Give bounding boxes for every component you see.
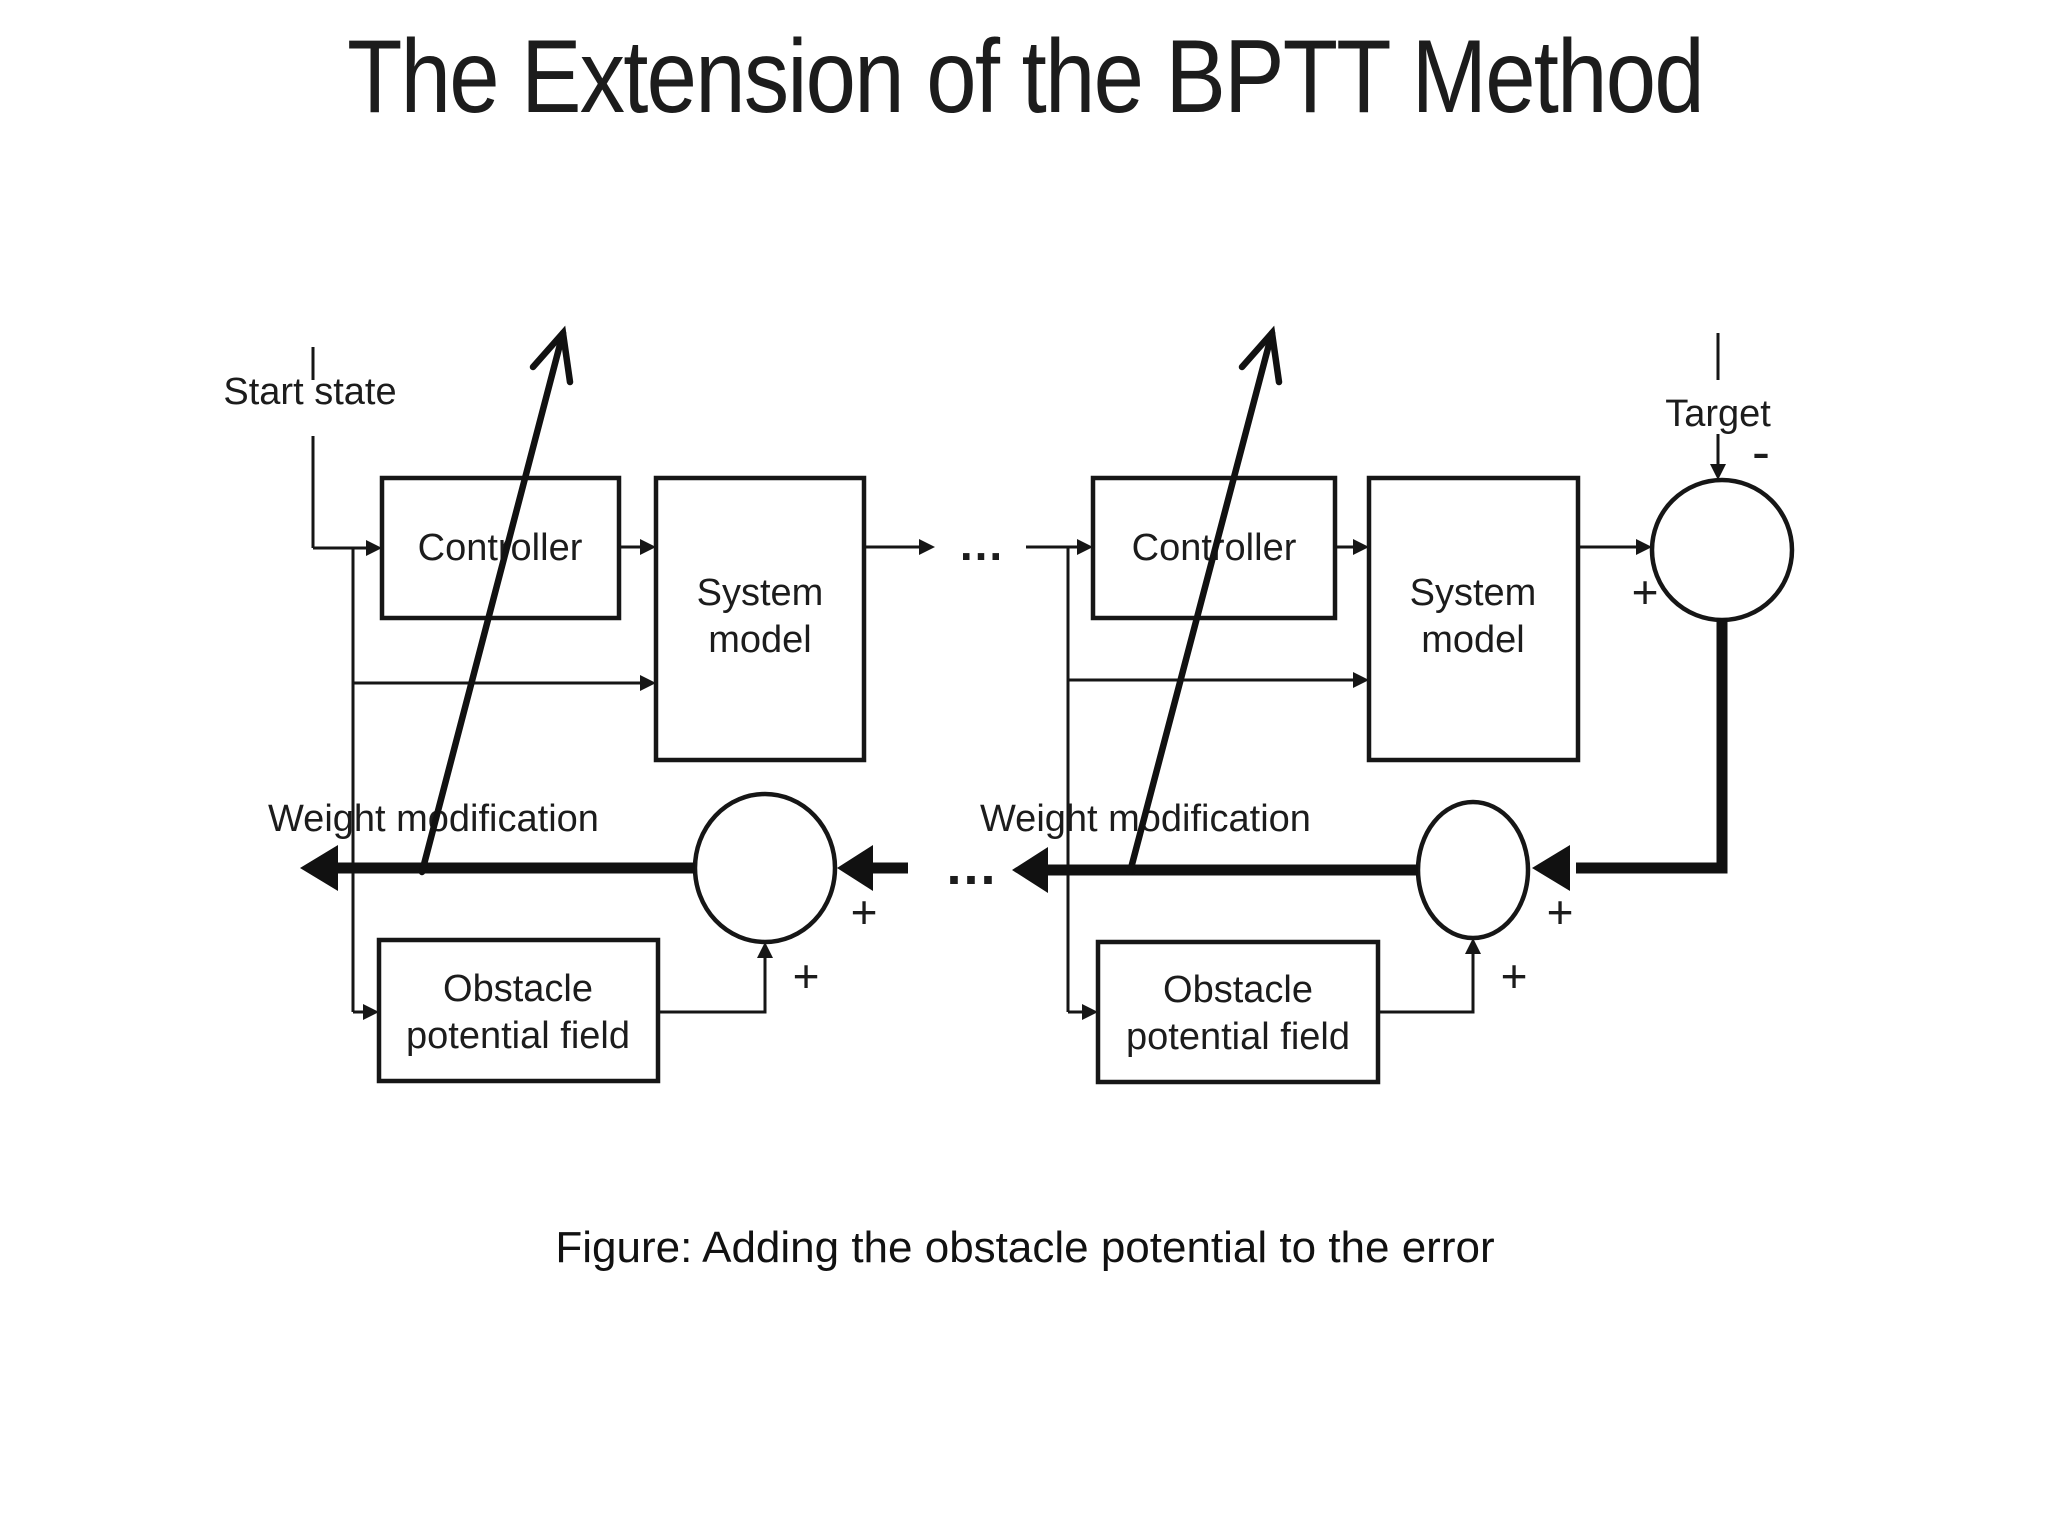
sum-1-plus-bottom: +	[793, 950, 820, 1002]
arrowhead-into-system-model-1	[640, 539, 656, 555]
arrowhead-into-controller-1	[366, 540, 382, 556]
figure-caption: Figure: Adding the obstacle potential to…	[555, 1223, 1494, 1272]
controller-weights-arrow-2	[1126, 329, 1276, 876]
arrowhead-obstacle-into-sum-2	[1465, 938, 1481, 954]
obstacle-label-2-line2: potential field	[1126, 1016, 1350, 1058]
obstacle-label-1-line2: potential field	[406, 1015, 630, 1057]
system-model-label-2-line1: System	[1410, 572, 1537, 614]
sum-1-plus-right: +	[851, 886, 878, 938]
weight-arrowhead-2	[1012, 847, 1048, 893]
obstacle-box-2	[1095, 939, 1381, 1085]
error-feedback-line	[1576, 618, 1728, 874]
arrowhead-into-system-model-state-1	[640, 675, 656, 691]
page-title: The Extension of the BPTT Method	[347, 18, 1703, 134]
obstacle-label-1-line1: Obstacle	[443, 968, 593, 1010]
arrowhead-into-controller-2	[1077, 539, 1093, 555]
ellipsis-bottom: ...	[946, 836, 997, 896]
system-model-label-2-line2: model	[1421, 619, 1525, 661]
minus-sign: -	[1752, 422, 1770, 482]
target-label: Target	[1665, 393, 1771, 435]
controller-box-1	[379, 475, 622, 621]
controller-weights-arrowhead-1	[529, 325, 574, 386]
weight-arrowhead-1	[300, 845, 338, 891]
arrowhead-into-target-sum	[1636, 539, 1652, 555]
error-arrowhead-into-sum-2	[1532, 845, 1570, 891]
obstacle-label-2-line1: Obstacle	[1163, 969, 1313, 1011]
arrowhead-obstacle-into-sum-1	[757, 942, 773, 958]
start-state-label: Start state	[223, 371, 396, 413]
sum-circle-2	[1415, 799, 1531, 941]
obstacle-output-line-2	[1378, 954, 1475, 1014]
ellipsis-top: ...	[960, 518, 1004, 570]
target-plus-sign: +	[1632, 566, 1659, 618]
error-arrowhead-into-sum-1	[837, 845, 873, 891]
arrowhead-target-down	[1710, 464, 1726, 480]
obstacle-box-1	[376, 937, 661, 1084]
system-model-box-1	[653, 475, 867, 763]
arrowhead-into-obstacle-1	[363, 1004, 379, 1020]
system-model-label-1-line2: model	[708, 619, 812, 661]
sum-2-plus-right: +	[1547, 886, 1574, 938]
controller-weights-arrow-1	[418, 329, 567, 876]
arrowhead-into-system-model-state-2	[1353, 672, 1369, 688]
arrowhead-system-output-1	[919, 539, 935, 555]
controller-weights-arrowhead-2	[1238, 325, 1283, 386]
sum-2-plus-bottom: +	[1501, 950, 1528, 1002]
arrowhead-into-system-model-2	[1353, 539, 1369, 555]
target-sum-circle	[1649, 477, 1795, 623]
sum-circle-1	[692, 791, 838, 945]
system-model-box-2	[1366, 475, 1581, 763]
obstacle-output-line-1	[658, 956, 767, 1014]
arrowhead-into-obstacle-2	[1082, 1004, 1098, 1020]
system-model-label-1-line1: System	[697, 572, 824, 614]
